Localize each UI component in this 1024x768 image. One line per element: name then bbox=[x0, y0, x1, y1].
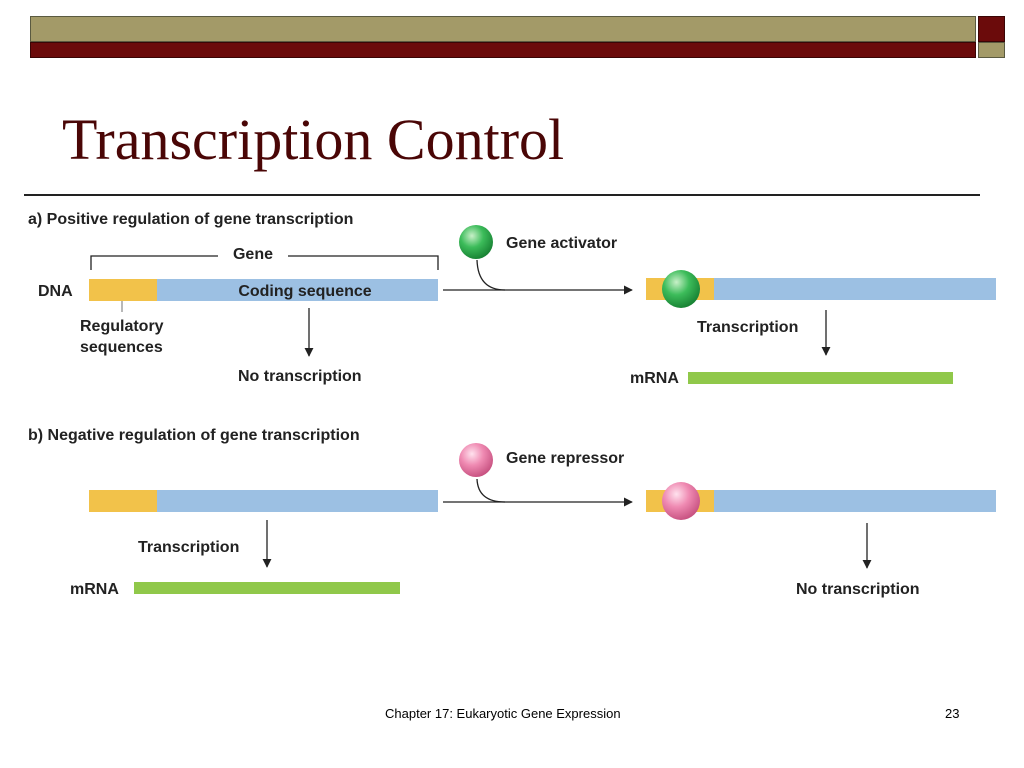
transcription-label-a: Transcription bbox=[697, 319, 798, 336]
slide-title: Transcription Control bbox=[62, 107, 565, 172]
gene-bracket bbox=[90, 255, 439, 270]
gene-repressor-icon bbox=[459, 443, 493, 477]
regulatory-sequence-block-b bbox=[89, 490, 157, 512]
gene-activator-icon bbox=[459, 225, 493, 259]
no-transcription-label-b: No transcription bbox=[796, 581, 920, 598]
activated-coding-block bbox=[714, 278, 996, 300]
repressed-coding-block bbox=[714, 490, 996, 512]
positive-regulation-heading: a) Positive regulation of gene transcrip… bbox=[28, 211, 353, 228]
no-transcription-label: No transcription bbox=[238, 368, 362, 385]
mrna-strand-a bbox=[688, 372, 953, 384]
header-corner-dark bbox=[978, 16, 1005, 42]
mrna-label-b: mRNA bbox=[70, 581, 119, 598]
transcription-label-b: Transcription bbox=[138, 539, 239, 556]
repressor-curve bbox=[476, 478, 506, 503]
bound-activator-icon bbox=[662, 270, 700, 308]
coding-sequence-block bbox=[157, 279, 438, 301]
header-band-olive bbox=[30, 16, 976, 42]
bound-repressor-icon bbox=[662, 482, 700, 520]
regulatory-label-line2: sequences bbox=[80, 339, 163, 356]
negative-regulation-heading: b) Negative regulation of gene transcrip… bbox=[28, 427, 360, 444]
gene-repressor-label: Gene repressor bbox=[506, 450, 624, 467]
header-band-dark bbox=[30, 42, 976, 58]
dna-label: DNA bbox=[38, 283, 73, 300]
coding-sequence-block-b bbox=[157, 490, 438, 512]
regulatory-label-line1: Regulatory bbox=[80, 318, 164, 335]
mrna-label-a: mRNA bbox=[630, 370, 679, 387]
coding-sequence-label: Coding sequence bbox=[238, 283, 371, 300]
slide-footer: Chapter 17: Eukaryotic Gene Expression bbox=[385, 706, 621, 721]
gene-activator-label: Gene activator bbox=[506, 235, 617, 252]
page-number: 23 bbox=[945, 706, 960, 721]
mrna-strand-b bbox=[134, 582, 400, 594]
transcription-control-diagram: a) Positive regulation of gene transcrip… bbox=[28, 211, 996, 598]
regulatory-sequence-block bbox=[89, 279, 157, 301]
gene-label: Gene bbox=[233, 246, 273, 263]
activator-curve bbox=[476, 259, 506, 291]
title-divider bbox=[24, 194, 980, 196]
header-corner-olive bbox=[978, 42, 1005, 58]
